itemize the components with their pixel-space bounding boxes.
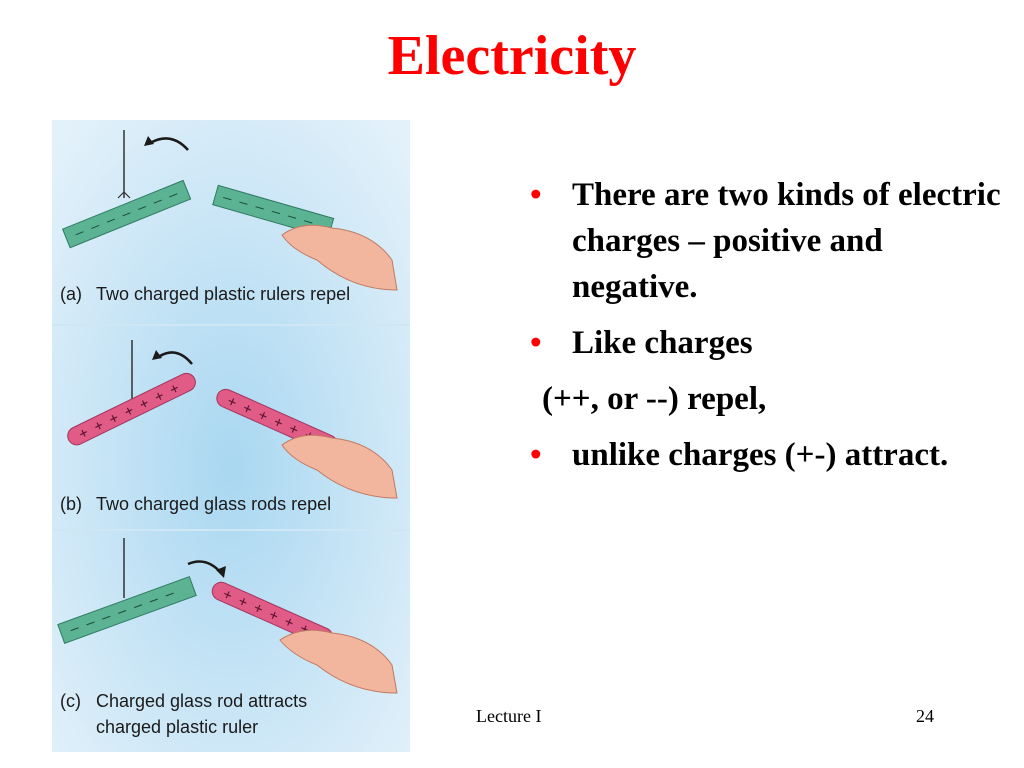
hand-icon	[281, 434, 398, 499]
bullet-icon: •	[530, 177, 542, 213]
bullet-icon: •	[530, 437, 542, 473]
bullet-list: • There are two kinds of electric charge…	[530, 172, 1010, 488]
slide-number: 24	[916, 706, 934, 726]
panel-a-text: Two charged plastic rulers repel	[96, 284, 351, 304]
panel-c-text-line1: Charged glass rod attracts	[96, 691, 308, 711]
panel-a-letter: (a)	[60, 284, 82, 304]
bullet-item-2: • Like charges	[530, 320, 1010, 366]
bullet-item-1: • There are two kinds of electric charge…	[530, 172, 1010, 310]
footer-lecture-label: Lecture I	[476, 706, 542, 726]
hand-icon	[281, 224, 398, 291]
arrow-icon	[151, 137, 189, 151]
bullet-item-3: • unlike charges (+-) attract.	[530, 432, 1010, 478]
hand-icon	[279, 629, 398, 694]
charge-illustration: – – – – – – – – – – – – – + + + + + + + …	[52, 120, 410, 752]
panel-c-letter: (c)	[60, 691, 81, 711]
panel-b-text: Two charged glass rods repel	[96, 494, 332, 514]
slide-title: Electricity	[387, 25, 637, 87]
bullet-text-3: unlike charges (+-) attract.	[572, 437, 949, 473]
arrow-icon	[159, 351, 193, 365]
bullet-text-1: There are two kinds of electric charges …	[572, 177, 1001, 305]
panel-c-caption: (c) Charged glass rod attracts charged pl…	[60, 688, 307, 740]
bullet-continuation: (++, or --) repel,	[542, 381, 767, 417]
panel-b-letter: (b)	[60, 494, 82, 514]
bullet-icon: •	[530, 325, 542, 361]
bullet-text-2: Like charges	[572, 325, 753, 361]
panel-b-caption: (b) Two charged glass rods repel	[60, 494, 331, 515]
panel-c-text-line2: charged plastic ruler	[96, 717, 259, 737]
panel-a-caption: (a) Two charged plastic rulers repel	[60, 284, 350, 305]
